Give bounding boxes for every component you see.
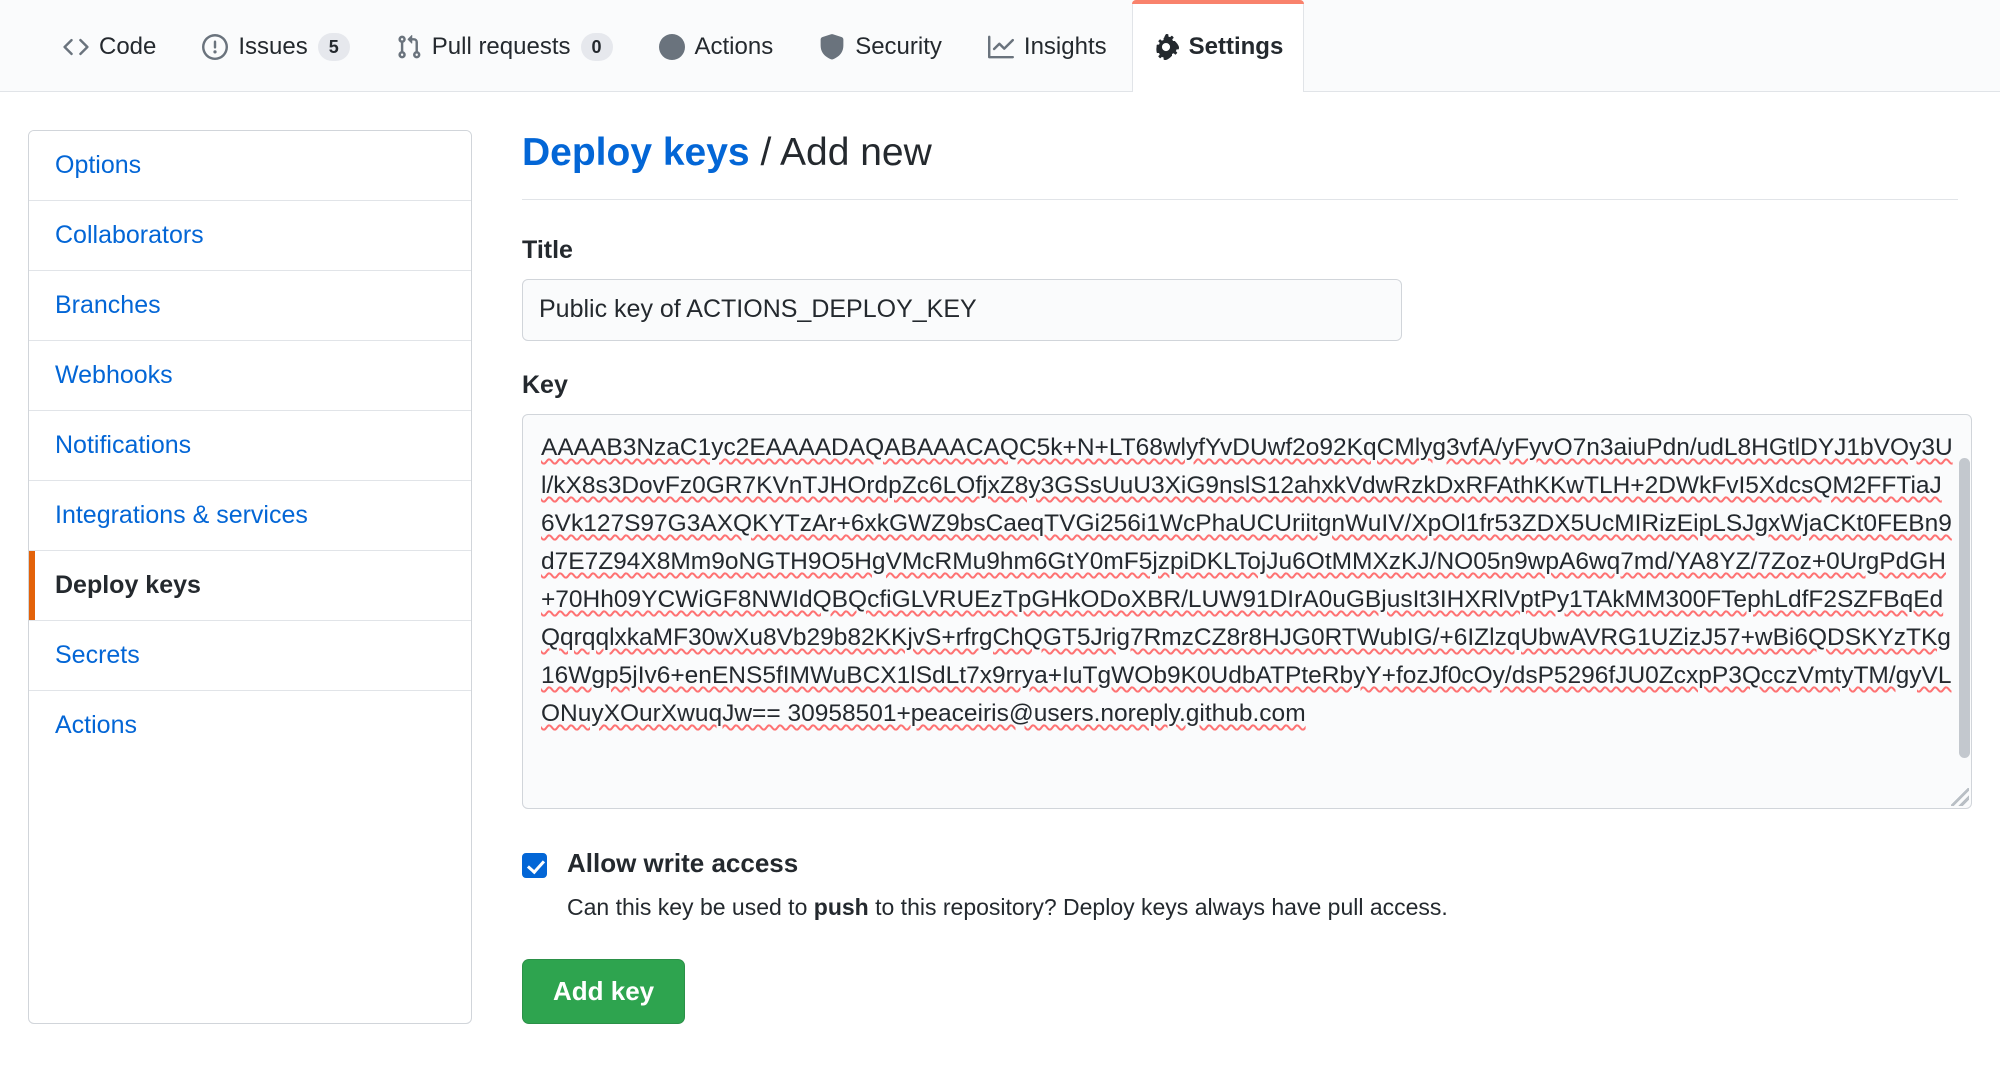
tab-issues[interactable]: Issues 5 xyxy=(181,0,370,92)
allow-write-access-label[interactable]: Allow write access xyxy=(567,847,799,878)
tab-settings[interactable]: Settings xyxy=(1131,0,1305,93)
settings-page: Options Collaborators Branches Webhooks … xyxy=(0,92,2000,1024)
sidebar-item-actions[interactable]: Actions xyxy=(29,691,471,760)
code-icon xyxy=(63,34,89,60)
allow-write-access-row: Allow write access Can this key be used … xyxy=(522,847,1958,923)
sidebar-item-label: Webhooks xyxy=(55,361,173,389)
key-scrollbar[interactable] xyxy=(1959,457,1970,788)
key-label: Key xyxy=(522,370,568,399)
breadcrumb-current: Add new xyxy=(780,131,932,174)
key-textarea-wrapper: AAAAB3NzaC1yc2EAAAADAQABAAACAQC5k+N+LT68… xyxy=(522,413,1972,809)
issues-count: 5 xyxy=(317,32,350,61)
sidebar-item-label: Options xyxy=(55,151,142,179)
allow-write-access-checkbox[interactable] xyxy=(522,852,547,878)
sidebar-item-notifications[interactable]: Notifications xyxy=(29,411,471,481)
tab-label: Actions xyxy=(694,32,774,60)
allow-write-access-help: Can this key be used to push to this rep… xyxy=(567,891,1448,923)
shield-icon xyxy=(819,33,845,60)
settings-container: Options Collaborators Branches Webhooks … xyxy=(0,92,2000,1024)
sidebar-item-deploy-keys[interactable]: Deploy keys xyxy=(29,551,471,621)
title-input[interactable] xyxy=(522,278,1402,341)
gear-icon xyxy=(1153,33,1179,60)
key-field-group: Key AAAAB3NzaC1yc2EAAAADAQABAAACAQC5k+N+… xyxy=(522,370,1972,809)
help-text-before: Can this key be used to xyxy=(567,893,814,920)
tab-actions[interactable]: Actions xyxy=(638,0,795,92)
tab-insights[interactable]: Insights xyxy=(967,0,1128,92)
sidebar-item-label: Collaborators xyxy=(55,221,204,249)
repo-nav-tabs: Code Issues 5 Pull requests 0 Actions xyxy=(0,0,2000,93)
sidebar-item-options[interactable]: Options xyxy=(29,131,471,201)
sidebar-item-webhooks[interactable]: Webhooks xyxy=(29,341,471,411)
main-content: Deploy keys / Add new Title Key AAAAB3Nz… xyxy=(472,130,1972,1024)
tab-label: Settings xyxy=(1188,32,1284,60)
tab-label: Code xyxy=(99,32,157,60)
sidebar-item-label: Secrets xyxy=(55,641,140,669)
sidebar-item-label: Actions xyxy=(55,711,137,739)
sidebar-item-label: Notifications xyxy=(55,431,192,459)
git-pull-request-icon xyxy=(396,34,422,60)
breadcrumb-deploy-keys-link[interactable]: Deploy keys xyxy=(522,131,750,174)
allow-write-access-texts: Allow write access Can this key be used … xyxy=(567,847,1448,923)
help-text-after: to this repository? Deploy keys always h… xyxy=(868,893,1448,920)
repo-nav: Code Issues 5 Pull requests 0 Actions xyxy=(0,0,2000,93)
tab-security[interactable]: Security xyxy=(798,0,963,92)
tab-label: Pull requests xyxy=(431,32,571,60)
tab-label: Security xyxy=(855,32,942,60)
sidebar-item-integrations-and-services[interactable]: Integrations & services xyxy=(29,481,471,551)
sidebar-item-label: Deploy keys xyxy=(55,571,201,599)
help-text-strong: push xyxy=(813,893,869,920)
page-title: Deploy keys / Add new xyxy=(522,130,1958,200)
tab-code[interactable]: Code xyxy=(42,0,177,92)
key-textarea[interactable]: AAAAB3NzaC1yc2EAAAADAQABAAACAQC5k+N+LT68… xyxy=(522,413,1972,809)
breadcrumb-separator: / xyxy=(760,131,772,174)
sidebar-item-branches[interactable]: Branches xyxy=(29,271,471,341)
title-field-group: Title xyxy=(522,236,1958,341)
graph-icon xyxy=(987,34,1014,60)
issue-opened-icon xyxy=(202,33,229,60)
play-icon xyxy=(658,33,685,60)
sidebar-item-collaborators[interactable]: Collaborators xyxy=(29,201,471,271)
sidebar-item-label: Branches xyxy=(55,291,161,319)
tab-label: Insights xyxy=(1023,32,1107,60)
sidebar-item-label: Integrations & services xyxy=(55,501,308,529)
settings-sidebar: Options Collaborators Branches Webhooks … xyxy=(28,130,472,1024)
key-scrollbar-thumb[interactable] xyxy=(1959,457,1970,758)
add-key-button[interactable]: Add key xyxy=(522,958,686,1024)
title-label: Title xyxy=(522,235,573,264)
tab-pull-requests[interactable]: Pull requests 0 xyxy=(375,0,634,92)
tab-label: Issues xyxy=(238,32,308,60)
pull-requests-count: 0 xyxy=(580,32,613,61)
sidebar-item-secrets[interactable]: Secrets xyxy=(29,621,471,691)
